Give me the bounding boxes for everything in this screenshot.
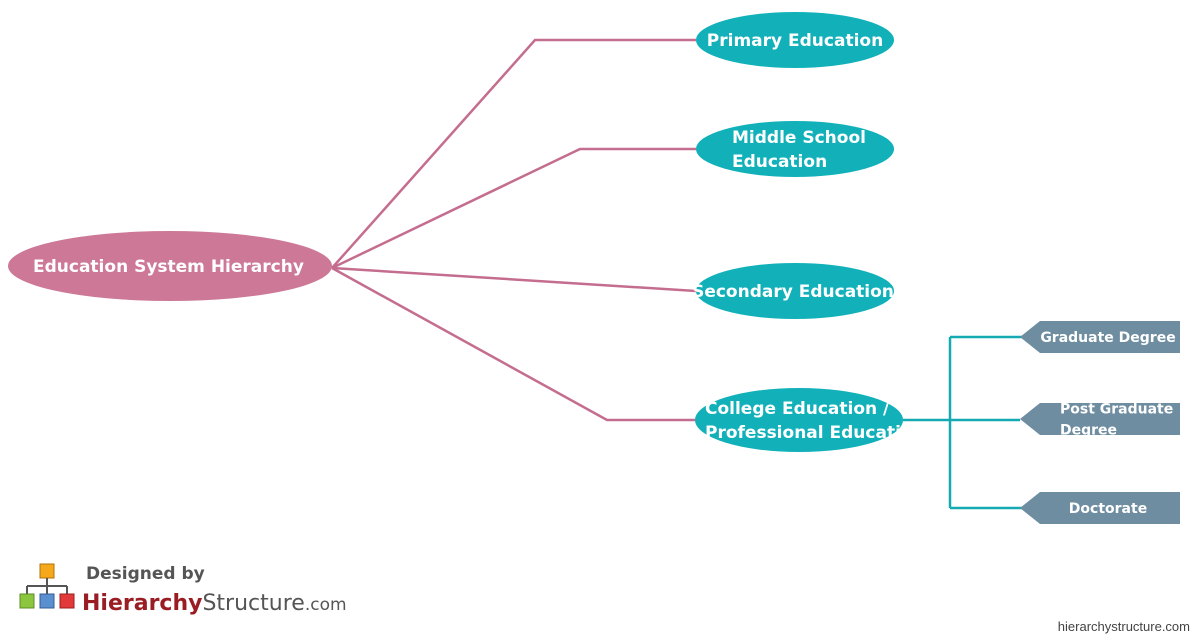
level-node-1-shape — [696, 12, 894, 68]
sub-node-3-label-line-1: Doctorate — [1069, 501, 1147, 517]
level-node-4-label-line-1: College Education / — [705, 399, 890, 419]
level-node-3: Secondary Education — [692, 263, 894, 319]
level-node-2-label-line-1: Middle School — [732, 128, 866, 148]
sub-node-2-label-line-2: Degree — [1060, 422, 1117, 438]
sub-node-1-label: Graduate Degree — [1040, 330, 1175, 346]
root-node-label: Education System Hierarchy — [33, 257, 304, 277]
level-node-1-label-line-1: Primary Education — [707, 31, 883, 51]
sub-node-3: Doctorate — [1020, 492, 1180, 524]
sub-node-1-shape — [1020, 321, 1180, 353]
root-node: Education System Hierarchy — [8, 231, 332, 301]
brand-structure: Structure — [202, 591, 305, 616]
footer-url[interactable]: hierarchystructure.com — [1057, 619, 1190, 634]
sub-node-1-label-line-1: Graduate Degree — [1040, 330, 1175, 346]
brand-hierarchy: Hierarchy — [82, 591, 203, 616]
sub-node-3-shape — [1020, 492, 1180, 524]
level-node-2-label-line-2: Education — [732, 152, 827, 172]
level-node-4: College Education / Professional Educatio… — [695, 388, 925, 452]
sub-node-1: Graduate Degree — [1020, 321, 1180, 353]
brand-name[interactable]: HierarchyStructure.com — [82, 591, 347, 616]
designed-by-logo: Designed by HierarchyStructure.com — [18, 562, 348, 622]
level-node-3-label-line-1: Secondary Education — [692, 282, 894, 302]
level-node-3-label: Secondary Education — [692, 282, 894, 302]
sub-node-3-label: Doctorate — [1069, 501, 1147, 517]
level-node-1: Primary Education — [696, 12, 894, 68]
hierarchy-logo-icon — [19, 563, 75, 609]
connector-root-to-level-2 — [331, 147, 696, 270]
nodes: Education System Hierarchy Primary Educat… — [8, 12, 1180, 524]
sub-node-2-label-line-1: Post Graduate — [1060, 401, 1173, 417]
sub-node-2-shape — [1020, 403, 1180, 435]
connector-root-to-level-1 — [331, 38, 696, 269]
designed-by-label: Designed by — [86, 564, 205, 584]
level-node-4-label-line-2: Professional Education — [705, 423, 925, 443]
level-node-3-shape — [696, 263, 894, 319]
connectors — [331, 38, 1022, 510]
brand-com: .com — [304, 595, 347, 615]
connector-root-to-level-4 — [331, 266, 695, 422]
root-node-shape — [8, 231, 332, 301]
level-node-4-label: College Education / Professional Educatio… — [705, 399, 925, 443]
level-node-2-shape — [696, 121, 894, 177]
connector-root-to-level-3 — [331, 266, 697, 293]
level-node-1-label: Primary Education — [707, 31, 883, 51]
level-node-4-shape — [695, 388, 903, 452]
